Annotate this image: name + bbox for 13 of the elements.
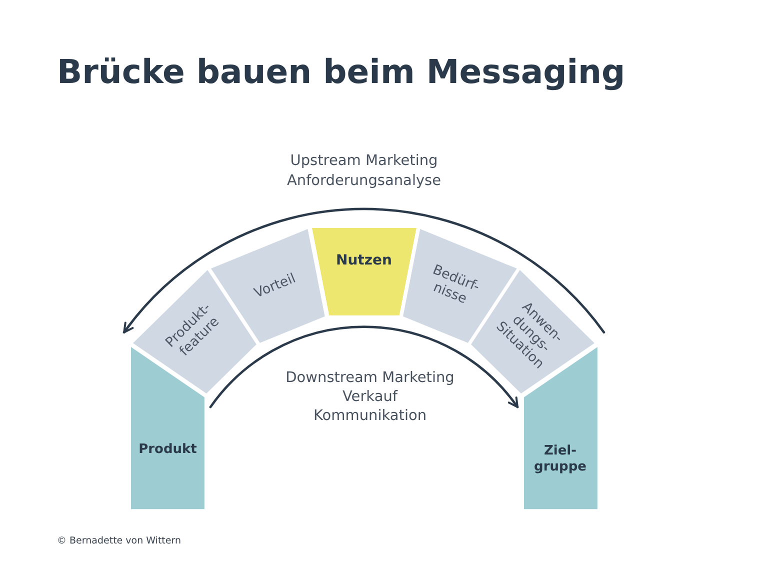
annotation-text: Verkauf [342,389,398,405]
pillar-label: Ziel- gruppe [534,443,586,475]
segment-label: Nutzen [336,252,392,270]
annotation-text: Anforderungsanalyse [286,173,442,189]
annotation-text: Downstream Marketing [286,370,454,386]
pillar-label: Produkt [138,442,197,458]
copyright-text: © Bernadette von Wittern [57,536,182,546]
annotation-text: Kommunikation [313,408,427,424]
title: Brücke bauen beim Messaging [57,52,626,91]
curved-arrow [122,208,606,334]
arch-segment [312,228,416,316]
annotation-text: Upstream Marketing [290,153,438,169]
curved-arrow [209,326,519,408]
